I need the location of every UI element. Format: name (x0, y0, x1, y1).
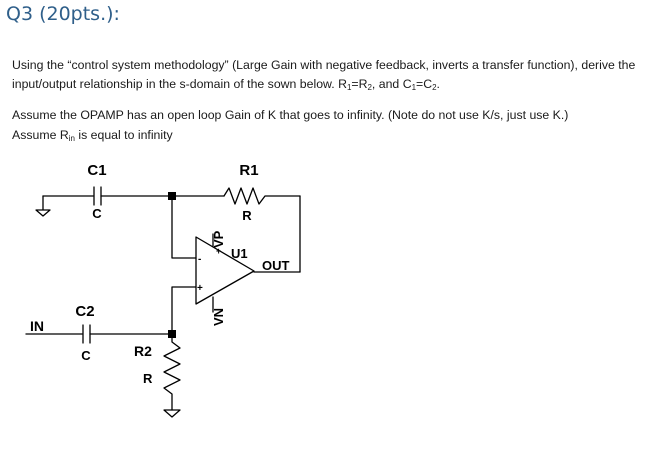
r1-value-label: R (242, 208, 252, 223)
output-label: OUT (262, 258, 290, 273)
c1-name-label: C1 (87, 162, 106, 179)
capacitor-c2 (82, 324, 91, 344)
opamp-name-label: U1 (231, 246, 248, 261)
input-label: IN (30, 318, 44, 334)
r2-name-label: R2 (134, 343, 152, 359)
question-text-3: Assume Rin is equal to infinity (12, 128, 173, 143)
opamp-plus-sign: + (197, 283, 203, 294)
ground-symbol-top (35, 195, 51, 217)
opamp-u1 (195, 236, 255, 305)
ground-symbol-bottom (163, 409, 181, 418)
question-title: Q3 (20pts.): (6, 3, 120, 25)
wire-plus-node (171, 286, 197, 335)
capacitor-c1 (93, 186, 102, 206)
r1-name-label: R1 (239, 162, 258, 179)
c1-value-label: C (92, 206, 102, 221)
opamp-minus-sign: - (198, 254, 201, 265)
opamp-vp-plus-sign: + (216, 246, 221, 256)
junction-bottom (168, 330, 176, 338)
wire-node-minus (171, 195, 197, 259)
junction-top (168, 192, 176, 200)
vn-label: VN (211, 308, 226, 326)
question-text-2: Assume the OPAMP has an open loop Gain o… (12, 108, 569, 122)
question-text-1: Using the “control system methodology” (… (12, 58, 636, 92)
r2-value-label: R (143, 371, 153, 386)
resistor-r2 (163, 333, 181, 411)
c2-name-label: C2 (75, 303, 94, 320)
vp-label: VP (211, 230, 226, 248)
resistor-r1 (223, 187, 301, 205)
c2-value-label: C (81, 348, 91, 363)
